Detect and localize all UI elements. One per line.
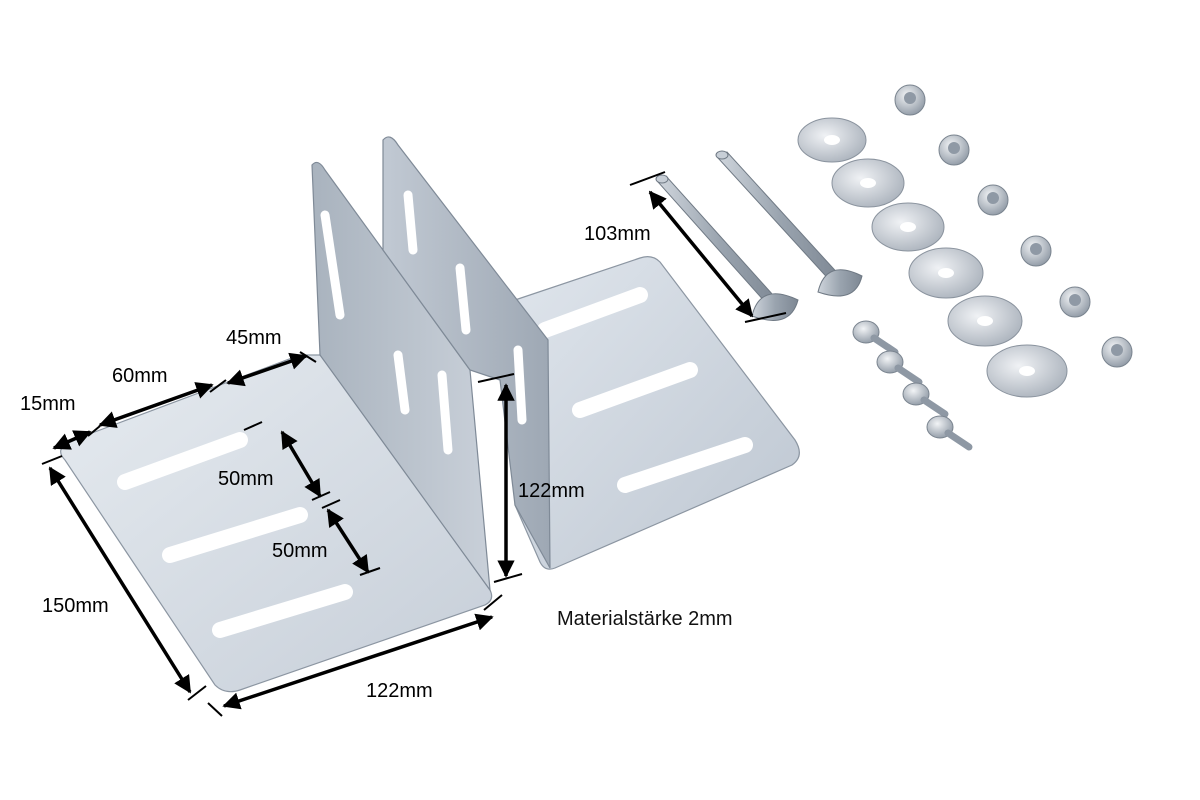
washer-2: [831, 158, 905, 208]
screw-1: [852, 320, 899, 356]
washers: [797, 117, 1068, 398]
label-122mm-base: 122mm: [366, 680, 433, 702]
dim-line-15mm: [52, 430, 92, 450]
label-15mm: 15mm: [20, 393, 76, 415]
washer-5: [947, 295, 1023, 347]
carriage-bolt-2: [715, 150, 863, 297]
right-base-plate: [514, 256, 800, 570]
nut-3: [977, 184, 1009, 216]
dim-line-45mm: [226, 352, 308, 387]
nuts: [894, 84, 1133, 368]
screws: [852, 320, 973, 451]
label-150mm: 150mm: [42, 595, 109, 617]
screw-3: [902, 382, 949, 418]
screw-2: [876, 350, 923, 386]
dim-line-50mm-1: [280, 430, 322, 498]
nut-5: [1059, 286, 1091, 318]
nut-2: [938, 134, 970, 166]
right-vertical-web: [382, 136, 551, 569]
washer-6: [986, 344, 1068, 398]
dim-line-122mm-base: [222, 613, 494, 710]
label-50mm-1: 50mm: [218, 468, 274, 490]
washer-3: [871, 202, 945, 252]
screw-4: [926, 415, 973, 451]
dim-line-103mm: [648, 190, 754, 318]
label-103mm: 103mm: [584, 223, 651, 245]
label-60mm: 60mm: [112, 365, 168, 387]
label-122mm-height: 122mm: [518, 480, 585, 502]
nut-1: [894, 84, 926, 116]
dim-line-50mm-2: [326, 508, 370, 574]
nut-6: [1101, 336, 1133, 368]
dim-line-150mm: [48, 466, 192, 694]
dimension-lines: [41, 171, 787, 717]
material-thickness-note: Materialstärke 2mm: [557, 608, 733, 630]
label-45mm: 45mm: [226, 327, 282, 349]
washer-1: [797, 117, 867, 163]
label-50mm-2: 50mm: [272, 540, 328, 562]
washer-4: [908, 247, 984, 299]
left-vertical-web: [311, 161, 491, 593]
nut-4: [1020, 235, 1052, 267]
dimension-labels: 15mm 60mm 45mm 50mm 50mm 150mm 122mm 122…: [20, 223, 733, 702]
dim-line-60mm: [98, 382, 214, 428]
